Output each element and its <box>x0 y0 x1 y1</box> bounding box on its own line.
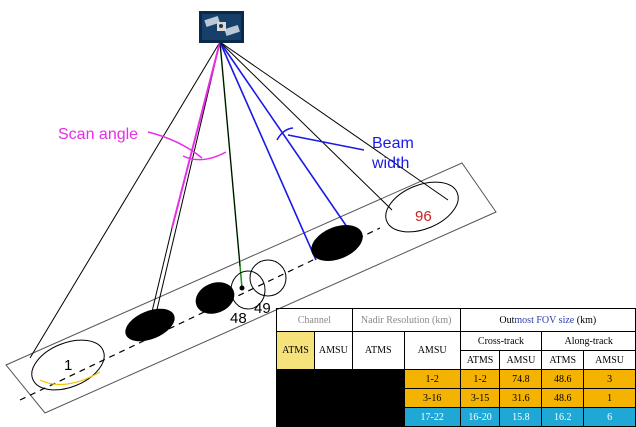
table-cell-cross-atms: 31.6 <box>499 388 543 408</box>
nadir-amsu-header: AMSU <box>403 331 461 370</box>
beam-ray-right <box>219 41 357 241</box>
fov-48-label: 48 <box>230 310 247 327</box>
ray-fov-1-inner-lower <box>149 227 173 321</box>
cross-track-header: Cross-track <box>459 331 543 351</box>
along-track-header: Along-track <box>541 331 636 351</box>
fov-48-footprint <box>230 270 266 310</box>
nadir-atms-header: ATMS <box>351 331 405 370</box>
fov-footprint-filled <box>125 308 175 342</box>
scan-swath-band <box>5 162 497 414</box>
ray-fov-96-right <box>219 41 449 201</box>
table-black-block <box>276 369 405 427</box>
nadir-resolution-header: Nadir Resolution (km) <box>351 308 461 332</box>
table-cell-cross-atms: 15.8 <box>499 407 543 427</box>
along-atms-header: ATMS <box>541 350 585 370</box>
table-cell-along-atms: 48.6 <box>541 388 585 408</box>
beam-width-indicator <box>276 127 365 151</box>
scan-angle-label: Scan angle <box>58 126 138 143</box>
table-cell-amsu: 3-16 <box>403 388 461 408</box>
beam-width-label-line2: width <box>371 155 409 172</box>
ray-fov-96-left <box>219 41 393 211</box>
beam-width-arc <box>276 127 294 141</box>
scan-angle-leader <box>147 131 203 159</box>
fov-footprint-filled <box>195 282 235 314</box>
table-cell-atms: 16-20 <box>459 407 501 427</box>
channel-header: Channel <box>276 308 353 332</box>
table-cell-along-atms: 16.2 <box>541 407 585 427</box>
table-cell-atms: 1-2 <box>459 369 501 389</box>
fov-49-footprint <box>249 259 287 297</box>
channel-amsu-header: AMSU <box>313 331 353 370</box>
scan-angle-indicator <box>147 131 227 161</box>
fov-96-label: 96 <box>415 208 432 225</box>
cross-amsu-header: AMSU <box>499 350 543 370</box>
table-cell-amsu: 17-22 <box>403 407 461 427</box>
table-cell-along-amsu: 3 <box>583 369 636 389</box>
fov-48-center-dot <box>239 285 245 291</box>
table-cell-along-atms: 48.6 <box>541 369 585 389</box>
beam-width-label-line1: Beam <box>372 135 414 152</box>
scan-angle-ray <box>171 41 221 229</box>
ray-fov-1-inner <box>154 41 221 319</box>
outmost-fov-header: Outmost FOV size (km) <box>459 308 636 332</box>
beam-ray-left <box>219 41 317 261</box>
fov-footprints <box>31 181 459 391</box>
scan-angle-arc <box>182 151 227 161</box>
cross-atms-header: ATMS <box>459 350 501 370</box>
table-cell-along-amsu: 1 <box>583 388 636 408</box>
table-cell-cross-atms: 74.8 <box>499 369 543 389</box>
fov-96-footprint <box>385 181 459 233</box>
fov-1-footprint-highlight <box>39 371 101 386</box>
table-row: 1-2 1-2 74.8 48.6 3 <box>276 369 636 427</box>
fov-1-footprint <box>31 339 105 391</box>
table-cell-along-amsu: 6 <box>583 407 636 427</box>
satellite-icon <box>199 11 244 43</box>
fov-1-label: 1 <box>64 357 72 374</box>
along-amsu-header: AMSU <box>583 350 636 370</box>
ray-fov-48 <box>219 41 241 267</box>
beam-width-leader <box>287 134 365 151</box>
channel-atms-header: ATMS <box>276 331 315 370</box>
ray-fov-1-outer <box>29 41 221 359</box>
fov-footprint-filled <box>311 225 363 261</box>
resolution-table: Channel Nadir Resolution (km) Outmost FO… <box>276 308 636 427</box>
fov-49-label: 49 <box>254 300 271 317</box>
table-cell-amsu: 1-2 <box>403 369 461 389</box>
ray-bundle <box>29 41 449 359</box>
table-cell-atms: 3-15 <box>459 388 501 408</box>
